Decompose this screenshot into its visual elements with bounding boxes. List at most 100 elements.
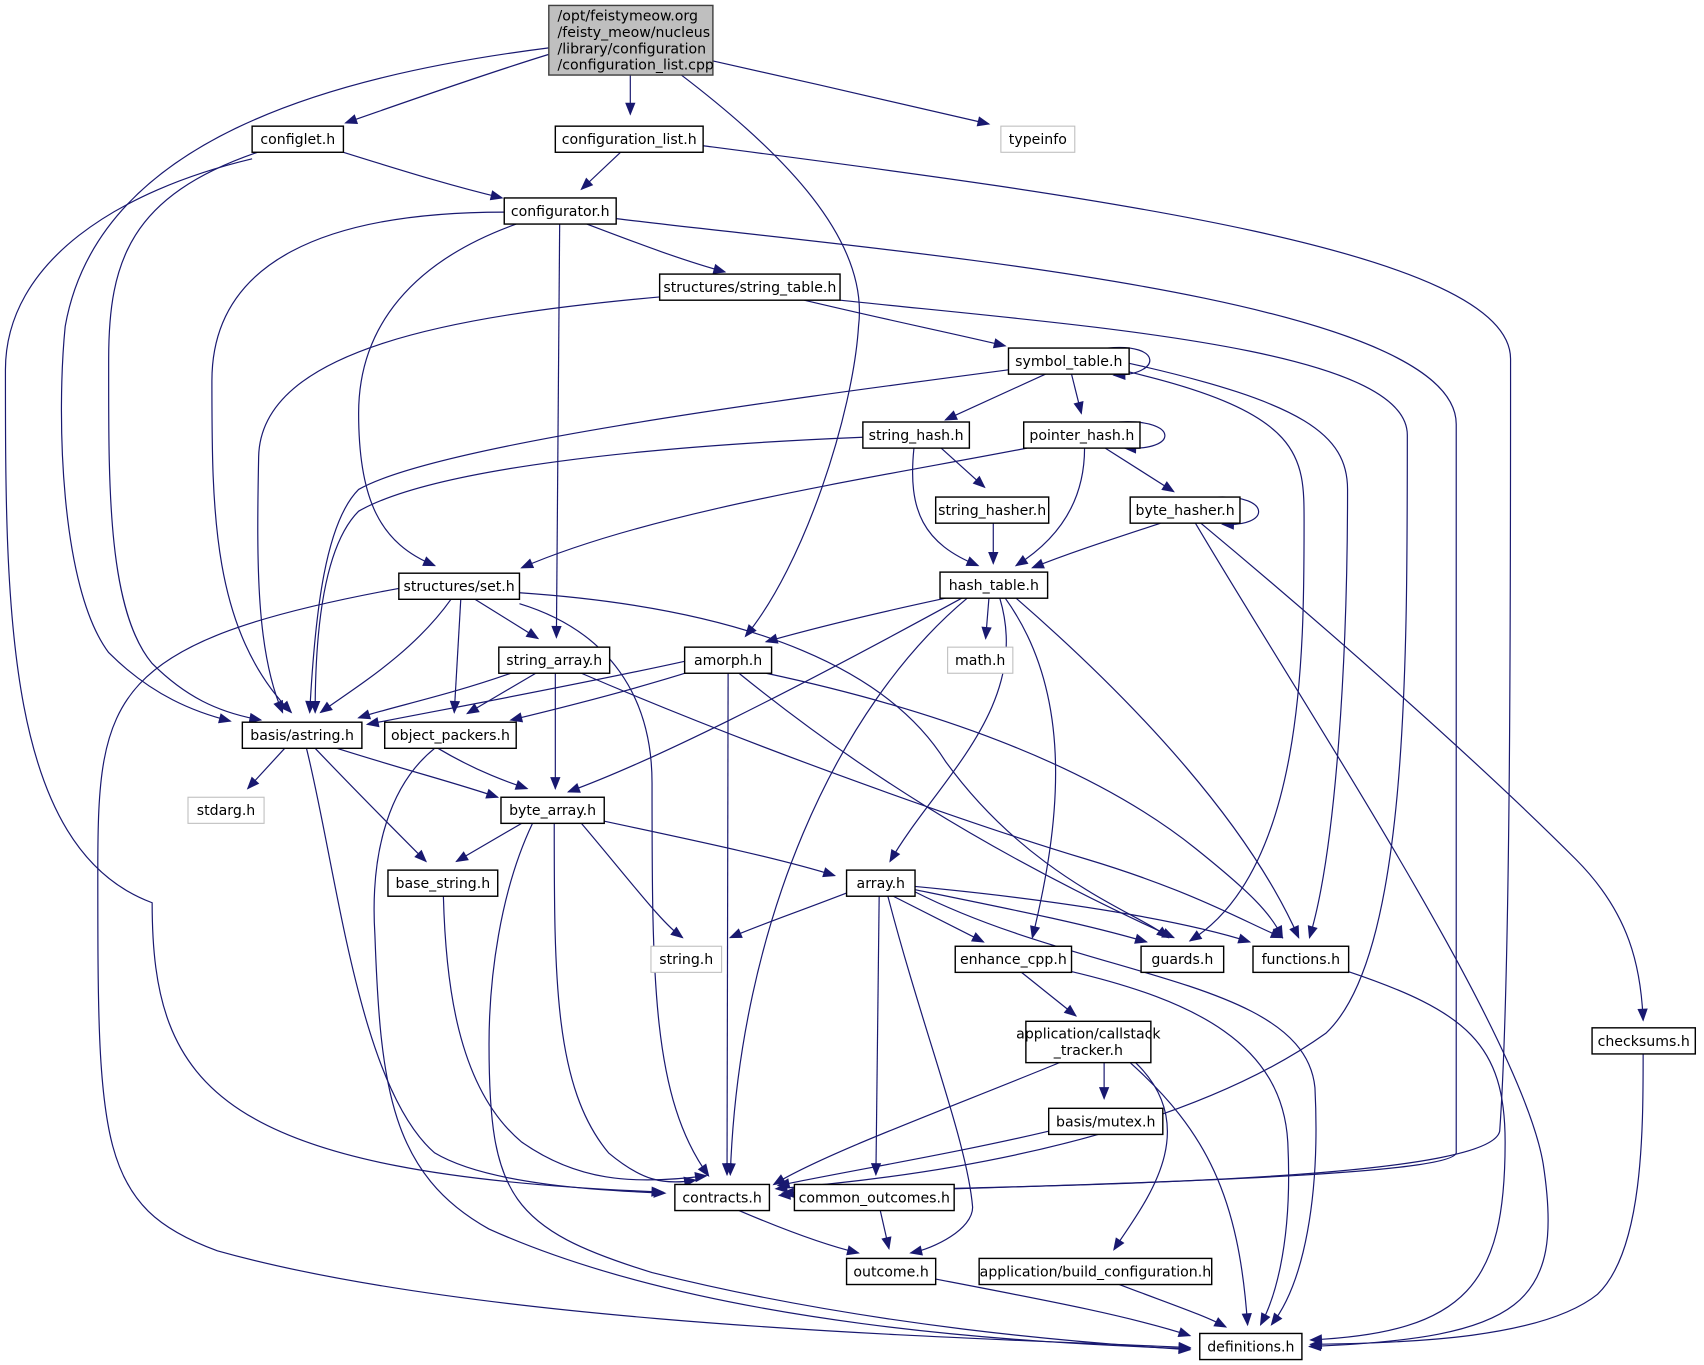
arrowhead-icon bbox=[889, 848, 901, 863]
arrowhead-icon bbox=[1113, 1237, 1125, 1251]
node-box bbox=[947, 646, 1014, 674]
edge-callstack-tracker-h-to-mutex-h bbox=[1098, 1062, 1110, 1100]
node-configurator-h[interactable]: configurator.h bbox=[503, 197, 617, 225]
edge-array-h-to-string-h bbox=[728, 889, 856, 939]
node-enhance-cpp-h[interactable]: enhance_cpp.h bbox=[954, 945, 1073, 974]
arrowhead-icon bbox=[218, 713, 232, 724]
node-build-configuration-h[interactable]: application/build_configuration.h bbox=[978, 1257, 1213, 1286]
edge-line bbox=[320, 598, 452, 713]
edge-checksums-h-to-definitions-h bbox=[1309, 1053, 1644, 1350]
arrowhead-icon bbox=[551, 625, 562, 639]
arrowhead-icon bbox=[422, 556, 437, 567]
edge-byte-hasher-h-to-checksums-h bbox=[1200, 522, 1648, 1022]
node-pointer-hash-h[interactable]: pointer_hash.h bbox=[1022, 421, 1141, 449]
node-label: object_packers.h bbox=[391, 728, 510, 744]
node-label: contracts.h bbox=[682, 1190, 761, 1206]
node-math-h: math.h bbox=[947, 646, 1014, 674]
edge-outcome-h-to-definitions-h bbox=[935, 1278, 1192, 1338]
edge-astring-h-to-byte-array-h bbox=[336, 747, 500, 799]
edge-line bbox=[97, 587, 1191, 1349]
node-checksums-h[interactable]: checksums.h bbox=[1591, 1027, 1697, 1055]
edge-line bbox=[442, 896, 707, 1181]
node-string-array-h[interactable]: string_array.h bbox=[498, 646, 611, 674]
node-byte-hasher-h[interactable]: byte_hasher.h bbox=[1129, 496, 1241, 524]
edge-line bbox=[343, 151, 503, 199]
edge-line bbox=[1104, 447, 1174, 493]
node-contracts-h[interactable]: contracts.h bbox=[674, 1183, 771, 1212]
arrowhead-icon bbox=[625, 102, 636, 116]
edge-string-hash-h-to-string-hasher-h bbox=[940, 447, 986, 489]
nodes-layer: /opt/feistymeow.org/feisty_meow/nucleus/… bbox=[187, 4, 1697, 1361]
edge-line bbox=[466, 672, 537, 715]
edge-line bbox=[1310, 1053, 1644, 1345]
arrowhead-icon bbox=[246, 776, 260, 790]
node-astring-h[interactable]: basis/astring.h bbox=[241, 721, 363, 750]
edge-root-to-astring-h bbox=[60, 47, 549, 724]
node-mutex-h[interactable]: basis/mutex.h bbox=[1047, 1107, 1164, 1136]
edge-string-array-h-to-astring-h bbox=[357, 672, 511, 720]
node-set-h[interactable]: structures/set.h bbox=[398, 572, 521, 601]
node-box bbox=[251, 125, 345, 153]
edge-line bbox=[474, 598, 539, 639]
arrowhead-icon bbox=[466, 703, 480, 715]
node-array-h[interactable]: array.h bbox=[845, 869, 916, 897]
edge-line bbox=[336, 747, 498, 798]
edge-line bbox=[914, 885, 1250, 943]
node-box bbox=[503, 197, 617, 225]
node-label: base_string.h bbox=[395, 876, 490, 892]
edge-hash-table-h-to-enhance-cpp-h bbox=[1004, 597, 1057, 939]
node-guards-h[interactable]: guards.h bbox=[1140, 945, 1225, 974]
edge-line bbox=[314, 747, 427, 862]
edge-configlet-h-to-astring-h bbox=[108, 151, 263, 723]
node-outcome-h[interactable]: outcome.h bbox=[845, 1257, 937, 1286]
edge-line bbox=[581, 672, 1283, 939]
edge-byte-array-h-to-string-h bbox=[580, 822, 684, 939]
edge-line bbox=[314, 436, 863, 713]
node-box bbox=[1047, 1107, 1164, 1136]
arrowhead-icon bbox=[489, 190, 504, 201]
edge-line bbox=[730, 889, 856, 939]
edge-line bbox=[358, 672, 511, 719]
edge-amorph-h-to-astring-h bbox=[365, 660, 685, 728]
arrowhead-icon bbox=[944, 410, 958, 421]
node-configlet-h[interactable]: configlet.h bbox=[251, 125, 345, 153]
node-string-table-h[interactable]: structures/string_table.h bbox=[658, 273, 841, 301]
node-callstack-tracker-h[interactable]: application/callstack_tracker.h bbox=[1016, 1020, 1161, 1064]
edge-line bbox=[367, 660, 685, 725]
node-configuration-list-h[interactable]: configuration_list.h bbox=[554, 125, 704, 153]
node-label: byte_array.h bbox=[509, 803, 596, 819]
edge-line bbox=[1113, 1062, 1168, 1251]
edge-astring-h-to-base-string-h bbox=[314, 747, 428, 863]
edge-line bbox=[521, 447, 1028, 569]
arrowhead-icon bbox=[550, 777, 561, 791]
node-string-hasher-h[interactable]: string_hasher.h bbox=[934, 496, 1050, 524]
edge-byte-array-h-to-contracts-h bbox=[553, 823, 697, 1187]
node-root[interactable]: /opt/feistymeow.org/feisty_meow/nucleus/… bbox=[548, 4, 714, 76]
node-base-string-h[interactable]: base_string.h bbox=[387, 869, 499, 897]
edge-array-h-to-enhance-cpp-h bbox=[893, 895, 985, 943]
arrowhead-icon bbox=[1063, 1004, 1078, 1017]
node-common-outcomes-h[interactable]: common_outcomes.h bbox=[793, 1183, 955, 1212]
node-definitions-h[interactable]: definitions.h bbox=[1199, 1332, 1303, 1361]
edge-line bbox=[1128, 371, 1305, 942]
edge-line bbox=[519, 592, 1169, 939]
node-string-hash-h[interactable]: string_hash.h bbox=[862, 421, 971, 449]
arrowhead-icon bbox=[981, 626, 992, 640]
edge-string-array-h-to-functions-h bbox=[581, 672, 1284, 939]
edge-line bbox=[1015, 597, 1300, 938]
node-box bbox=[554, 125, 704, 153]
node-symbol-table-h[interactable]: symbol_table.h bbox=[1007, 347, 1130, 375]
node-object-packers-h[interactable]: object_packers.h bbox=[383, 721, 517, 750]
node-box bbox=[1199, 1332, 1303, 1361]
node-byte-array-h[interactable]: byte_array.h bbox=[500, 796, 605, 825]
node-amorph-h[interactable]: amorph.h bbox=[683, 646, 773, 674]
node-typeinfo: typeinfo bbox=[1000, 125, 1076, 153]
node-functions-h[interactable]: functions.h bbox=[1252, 945, 1350, 974]
node-label: /library/configuration bbox=[557, 41, 706, 57]
edge-line bbox=[586, 223, 726, 273]
edge-symbol-table-h-to-pointer-hash-h bbox=[1070, 374, 1084, 415]
node-box bbox=[1025, 1020, 1152, 1064]
node-label: pointer_hash.h bbox=[1029, 428, 1134, 444]
node-hash-table-h[interactable]: hash_table.h bbox=[939, 571, 1049, 599]
node-label: string_hasher.h bbox=[938, 503, 1046, 519]
